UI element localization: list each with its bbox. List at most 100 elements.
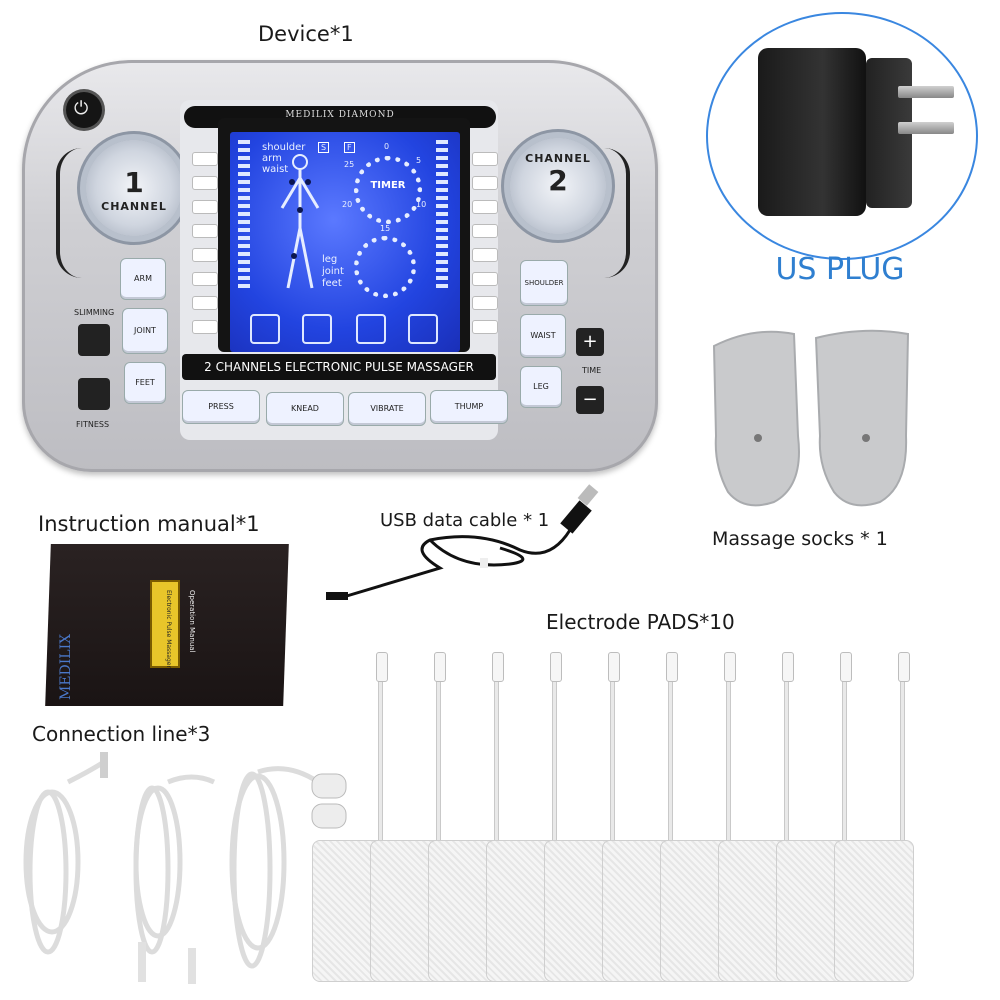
channel-1-label: CHANNEL <box>101 200 167 213</box>
timer-tick-5: 5 <box>416 156 422 165</box>
channel-1-indicator <box>192 176 218 190</box>
timer-tick-0: 0 <box>384 142 390 151</box>
channel-1-indicator <box>192 320 218 334</box>
channel-2-indicator <box>472 176 498 190</box>
pad-wire <box>784 680 789 852</box>
usb-cable-caption: USB data cable * 1 <box>380 510 550 531</box>
manual-label-tag <box>150 580 180 668</box>
channel-2-indicator <box>472 296 498 310</box>
pad-connector <box>724 652 736 682</box>
slimming-button[interactable] <box>78 324 110 356</box>
channel-2-indicator <box>472 200 498 214</box>
connection-lines-image <box>23 752 347 984</box>
channel-2-indicator <box>472 320 498 334</box>
channel-2-level-meter <box>436 140 448 288</box>
manual-tag-text: Electronic Pulse Massager <box>165 590 172 668</box>
channel-1-indicator <box>192 272 218 286</box>
channel-1-knob[interactable]: 1 CHANNEL <box>86 140 182 236</box>
model-bar <box>182 354 496 380</box>
channel-1-indicator <box>192 248 218 262</box>
intensity-dial-icon <box>354 236 416 298</box>
screen-label-arm: arm <box>262 153 282 164</box>
channel-1-indicator <box>192 224 218 238</box>
timer-tick-15: 15 <box>380 224 391 233</box>
joint-button[interactable]: JOINT <box>122 308 168 354</box>
screen-label-feet: feet <box>322 278 342 289</box>
pad-connector <box>550 652 562 682</box>
thump-button[interactable]: THUMP <box>430 390 508 424</box>
power-icon: ⏻ <box>74 98 89 119</box>
pad-wire <box>726 680 731 852</box>
press-mode-icon <box>250 314 280 344</box>
knead-mode-icon <box>302 314 332 344</box>
pad-connector <box>608 652 620 682</box>
timer-tick-25: 25 <box>344 160 355 169</box>
mode-flag-s: S <box>318 142 330 153</box>
channel-2-indicator <box>472 224 498 238</box>
plug-prong-top <box>898 86 954 98</box>
pad-wire <box>436 680 441 852</box>
manual-caption: Instruction manual*1 <box>38 512 260 536</box>
pad-wire <box>552 680 557 852</box>
time-label: TIME <box>582 366 602 375</box>
left-arc-decoration <box>56 148 82 278</box>
channel-2-indicator <box>472 272 498 286</box>
power-button[interactable]: ⏻ <box>66 92 102 128</box>
slimming-label: SLIMMING <box>74 308 115 317</box>
arm-button[interactable]: ARM <box>120 258 166 300</box>
vibrate-mode-icon <box>356 314 386 344</box>
pad-connector <box>376 652 388 682</box>
channel-1-indicator <box>192 200 218 214</box>
manual-tag-subtext: Operation Manual <box>188 590 196 653</box>
pad-wire <box>378 680 383 852</box>
pad-connector <box>666 652 678 682</box>
timer-tick-10: 10 <box>416 200 427 209</box>
channel-2-number: 2 <box>548 164 568 197</box>
timer-tick-20: 20 <box>342 200 353 209</box>
waist-button[interactable]: WAIST <box>520 314 566 358</box>
plug-prong-bottom <box>898 122 954 134</box>
pads-caption: Electrode PADS*10 <box>546 610 735 634</box>
press-button[interactable]: PRESS <box>182 390 260 424</box>
pad-wire <box>610 680 615 852</box>
us-plug-caption: US PLUG <box>775 252 905 287</box>
screen-label-joint: joint <box>322 266 344 277</box>
knead-button[interactable]: KNEAD <box>266 392 344 426</box>
pad-connector <box>840 652 852 682</box>
pad-wire <box>668 680 673 852</box>
channel-2-knob[interactable]: 2 CHANNEL <box>510 138 606 234</box>
pad-wire <box>842 680 847 852</box>
pad-connector <box>782 652 794 682</box>
time-plus-button[interactable]: + <box>576 328 604 356</box>
channel-1-number: 1 <box>124 166 144 199</box>
fitness-label: FITNESS <box>76 420 110 429</box>
pad-wire <box>900 680 905 852</box>
timer-ring <box>354 156 422 224</box>
mode-flag-f: F <box>344 142 355 153</box>
usb-cable-image <box>326 484 599 600</box>
channel-1-indicator <box>192 152 218 166</box>
vibrate-button[interactable]: VIBRATE <box>348 392 426 426</box>
pad-connector <box>492 652 504 682</box>
channel-1-level-meter <box>238 140 250 288</box>
connection-caption: Connection line*3 <box>32 722 211 746</box>
model-name: 2 CHANNELS ELECTRONIC PULSE MASSAGER <box>204 360 474 374</box>
brand-name: MEDILIX DIAMOND <box>285 110 395 120</box>
time-minus-button[interactable]: − <box>576 386 604 414</box>
device-caption: Device*1 <box>258 22 354 46</box>
right-arc-decoration <box>604 148 630 278</box>
pad-connector <box>898 652 910 682</box>
timer-label: TIMER <box>370 180 406 191</box>
leg-button[interactable]: LEG <box>520 366 562 408</box>
massage-socks-image <box>712 329 910 507</box>
screen-label-waist: waist <box>262 164 289 175</box>
pad-wire <box>494 680 499 852</box>
electrode-pad <box>834 840 914 982</box>
channel-2-label: CHANNEL <box>525 152 591 165</box>
fitness-button[interactable] <box>78 378 110 410</box>
socks-caption: Massage socks * 1 <box>712 528 888 550</box>
shoulder-button[interactable]: SHOULDER <box>520 260 568 306</box>
feet-button[interactable]: FEET <box>124 362 166 404</box>
thump-mode-icon <box>408 314 438 344</box>
channel-2-indicator <box>472 152 498 166</box>
